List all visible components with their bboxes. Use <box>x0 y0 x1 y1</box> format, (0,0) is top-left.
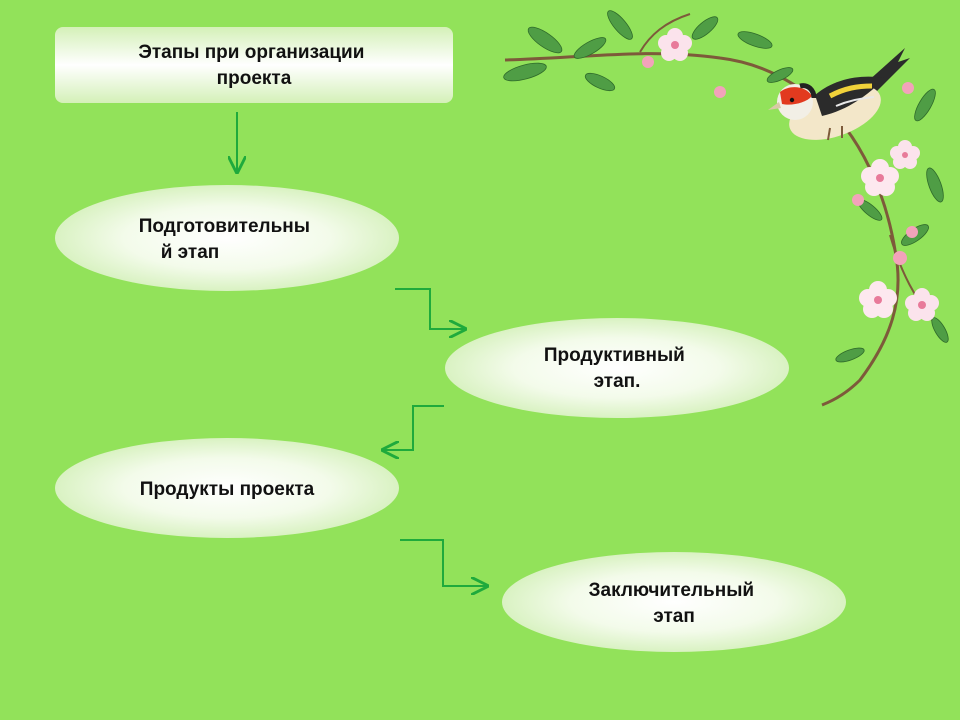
node-productive-line-1: Продуктивный <box>544 345 685 366</box>
title-text: Этапы при организации проекта <box>138 42 369 89</box>
arrow-products-to-final <box>400 539 487 586</box>
node-preparatory: Подготовительны й этап <box>55 185 399 291</box>
node-preparatory-text: Подготовительны й этап <box>139 216 316 263</box>
title-box: Этапы при организации проекта <box>55 27 453 103</box>
title-line-2: проекта <box>217 68 292 89</box>
node-final: Заключительный этап <box>502 552 846 652</box>
node-products: Продукты проекта <box>55 438 399 538</box>
blossom-flowers <box>642 28 939 321</box>
title-line-1: Этапы при организации <box>138 42 364 63</box>
arrow-productive-to-products <box>383 405 444 450</box>
blossom-branch-icon <box>503 10 949 407</box>
node-final-line-2: этап <box>653 606 695 627</box>
node-products-line-1: Продукты проекта <box>140 479 315 500</box>
node-products-text: Продукты проекта <box>140 479 315 500</box>
node-final-line-1: Заключительный <box>589 580 755 601</box>
node-productive-line-2: этап. <box>594 371 641 392</box>
node-preparatory-line-2: й этап <box>161 242 220 263</box>
node-preparatory-line-1: Подготовительны <box>139 216 310 237</box>
connectors <box>237 112 487 586</box>
node-final-text: Заключительный этап <box>589 580 760 627</box>
bird-icon <box>768 48 910 141</box>
arrow-preparatory-to-productive <box>395 288 465 329</box>
node-productive-text: Продуктивный этап. <box>544 345 690 392</box>
node-productive: Продуктивный этап. <box>445 318 789 418</box>
